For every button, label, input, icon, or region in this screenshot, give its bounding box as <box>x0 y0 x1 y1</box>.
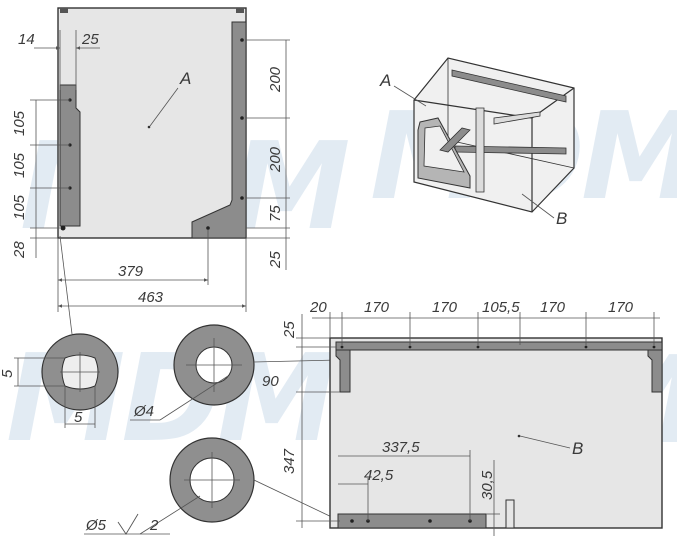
detail-square-hole: 5 5 <box>0 235 119 428</box>
dim-337-5: 337,5 <box>382 439 420 456</box>
dim-200-a: 200 <box>267 66 284 93</box>
dim-countersink-depth: 2 <box>149 517 159 534</box>
dim-square-5-h: 5 <box>74 409 83 426</box>
bottom-rail <box>337 513 487 529</box>
detail-countersink: Ø5 2 <box>84 437 339 535</box>
dim-105-5: 105,5 <box>482 299 520 316</box>
dim-25-left: 25 <box>281 321 298 339</box>
dim-105-c: 105 <box>11 194 28 220</box>
dim-170-c: 170 <box>540 299 566 316</box>
detail-hole-d4: Ø4 <box>130 324 339 421</box>
label-iso-a: A <box>379 71 391 90</box>
bottom-view: B 20 170 170 105,5 170 170 25 90 347 337… <box>262 299 663 536</box>
dim-75: 75 <box>267 205 284 222</box>
isometric-view: A B <box>379 57 575 228</box>
dim-countersink-d5: Ø5 <box>85 517 107 534</box>
front-bracket-hole <box>60 225 66 231</box>
dim-200-b: 200 <box>267 146 284 173</box>
label-panel-a: A <box>179 69 191 88</box>
dim-105-a: 105 <box>11 110 28 136</box>
dim-463: 463 <box>138 289 164 306</box>
dim-379: 379 <box>118 263 144 280</box>
label-iso-b: B <box>556 209 567 228</box>
dim-20: 20 <box>309 299 327 316</box>
top-rail <box>335 341 663 351</box>
dim-170-d: 170 <box>608 299 634 316</box>
dim-25-right: 25 <box>267 251 284 269</box>
rear-bracket <box>191 21 247 239</box>
dim-25: 25 <box>81 31 99 48</box>
label-panel-b: B <box>572 439 583 458</box>
dim-90: 90 <box>262 373 279 390</box>
dim-14: 14 <box>18 31 35 48</box>
dim-28: 28 <box>11 241 28 259</box>
side-view: A 14 25 105 105 105 28 200 200 75 25 <box>11 7 290 312</box>
dim-42-5: 42,5 <box>364 467 394 484</box>
dim-30-5: 30,5 <box>479 470 496 500</box>
dim-347: 347 <box>281 448 298 474</box>
dim-170-b: 170 <box>432 299 458 316</box>
bottom-panel-b <box>329 337 663 529</box>
dim-hole-d4: Ø4 <box>133 403 154 420</box>
dim-170-a: 170 <box>364 299 390 316</box>
dim-105-b: 105 <box>11 152 28 178</box>
dim-square-5-v: 5 <box>0 369 16 378</box>
